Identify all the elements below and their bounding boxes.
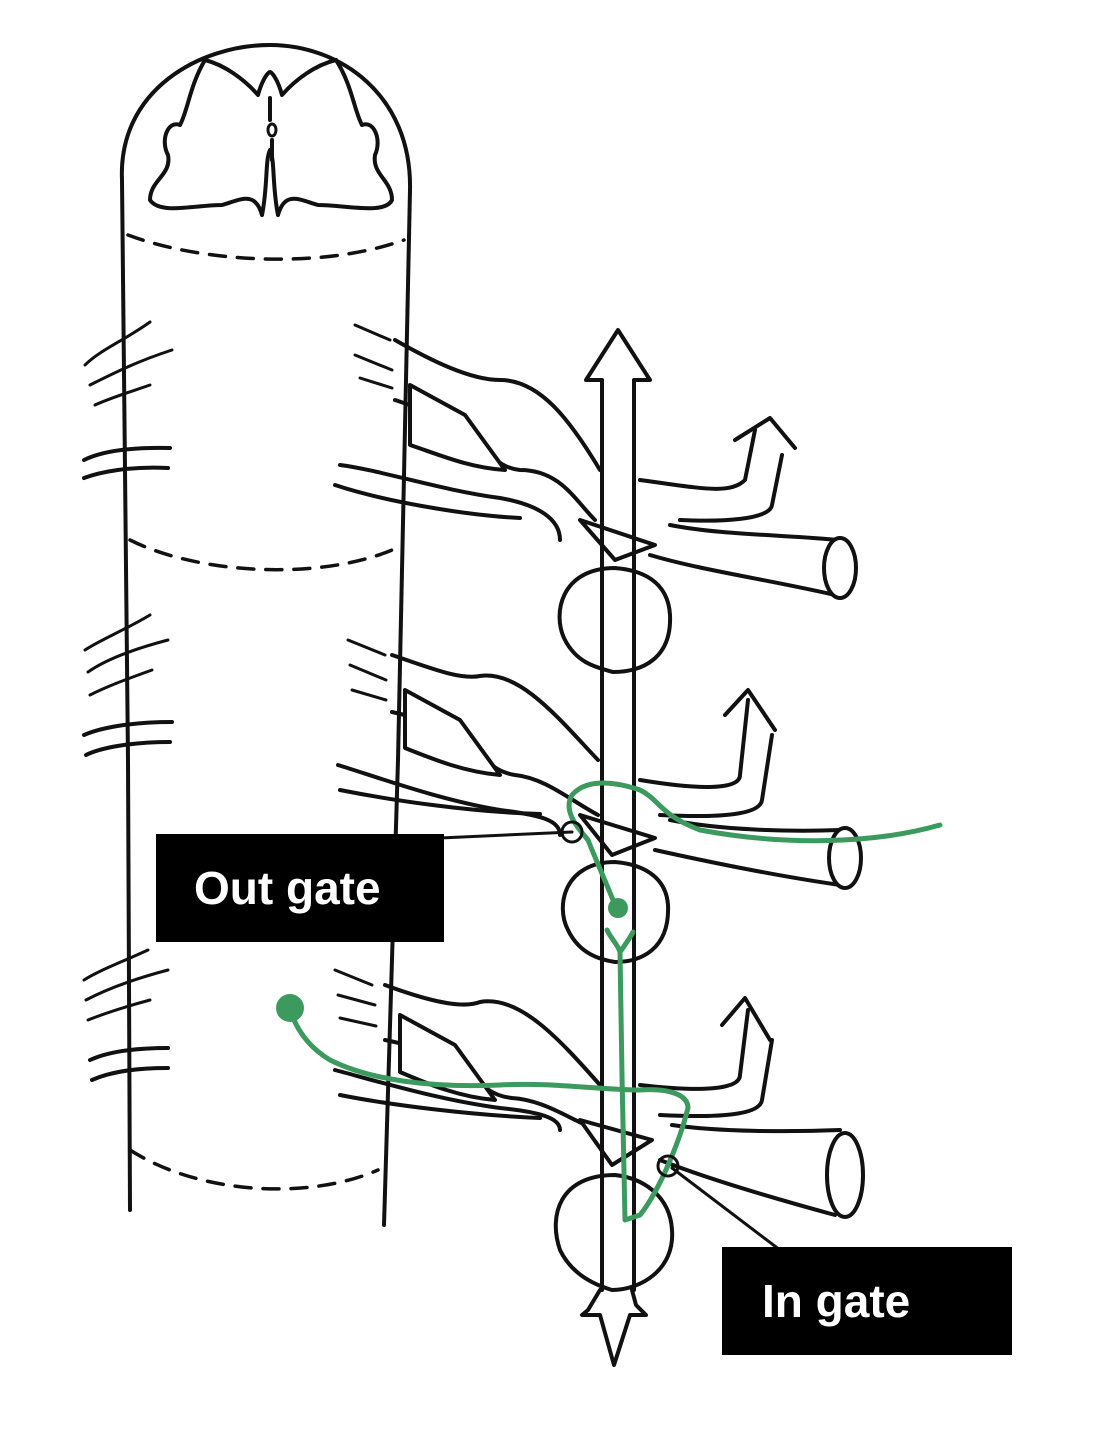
in-gate-marker-circle	[656, 1154, 680, 1178]
in-gate-label: In gate	[722, 1247, 1012, 1355]
in-gate-origin-dot	[276, 994, 304, 1022]
ventral-root-wedge	[408, 383, 507, 472]
green-pathway	[276, 780, 943, 1223]
out-gate-neuron-dot	[608, 898, 628, 918]
central-canal	[266, 122, 278, 138]
segment-border-1	[126, 233, 406, 261]
in-gate-leader-line	[670, 1166, 782, 1252]
out-gate-leader-line	[438, 830, 574, 840]
spinal-cord	[119, 43, 413, 1227]
out-gate-marker-circle	[560, 820, 584, 844]
sympathetic-ganglion	[557, 566, 673, 674]
nerve-segment-lower	[333, 968, 865, 1292]
left-rootlets	[82, 320, 174, 1082]
in-gate-label-text: In gate	[762, 1275, 911, 1327]
nerve-segment-upper	[333, 323, 858, 674]
segment-border-2	[128, 538, 394, 572]
out-gate-label: Out gate	[156, 834, 444, 942]
segment-border-3	[128, 1148, 380, 1191]
sympathetic-chain-arrow	[580, 328, 652, 1367]
out-gate-label-text: Out gate	[194, 862, 381, 914]
nerve-segment-middle	[336, 638, 863, 964]
nerve-cut-end	[822, 536, 858, 600]
grey-matter-outline	[148, 58, 394, 217]
